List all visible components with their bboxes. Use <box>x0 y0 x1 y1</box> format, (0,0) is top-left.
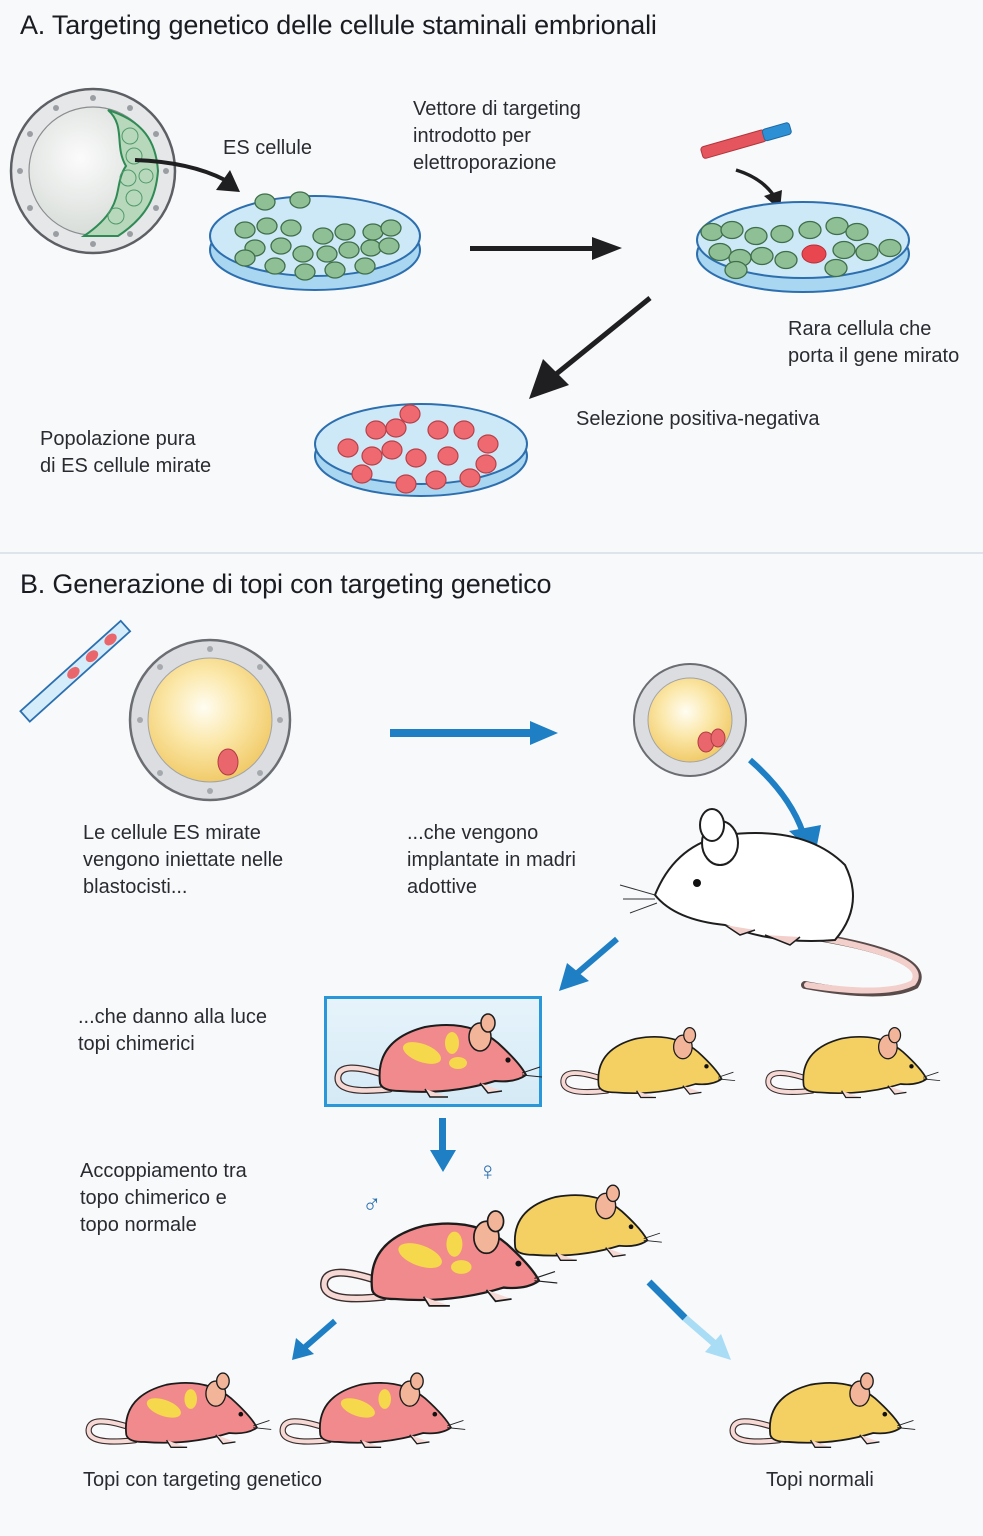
littermate-normal-mouse-1 <box>560 1026 736 1099</box>
foster-mother-mouse <box>619 808 922 997</box>
label-targeting-vector: Vettore di targeting introdotto per elet… <box>413 98 581 174</box>
cell <box>708 242 732 262</box>
arrow-to-targeted-offspring <box>292 1318 337 1360</box>
cell <box>425 470 447 490</box>
cell <box>855 242 879 262</box>
cell <box>324 261 346 279</box>
label-rare-cell: Rara cellula che porta il gene mirato <box>788 318 960 367</box>
cell <box>878 238 902 258</box>
cell <box>294 263 316 281</box>
cell <box>378 237 400 255</box>
cell <box>254 193 276 211</box>
section-divider <box>0 552 983 554</box>
littermate-normal-mouse-2 <box>765 1026 941 1099</box>
cell <box>381 440 403 460</box>
cell <box>234 221 256 239</box>
petri-dish-electroporated <box>696 201 910 293</box>
arrow-to-dish <box>134 158 240 192</box>
cell <box>798 220 822 240</box>
cell <box>365 420 387 440</box>
cell <box>399 404 421 424</box>
male-symbol: ♂ <box>362 1188 382 1218</box>
cell <box>825 216 849 236</box>
label-targeted-mice: Topi con targeting genetico <box>83 1469 323 1491</box>
cell <box>289 191 311 209</box>
cell <box>360 239 382 257</box>
cell <box>292 245 314 263</box>
cell <box>385 418 407 438</box>
cell <box>405 448 427 468</box>
cell <box>334 223 356 241</box>
label-es-cells: ES cellule <box>223 137 312 159</box>
blastocyst-green-icm <box>9 87 177 255</box>
cell <box>744 226 768 246</box>
cell <box>234 249 256 267</box>
cell <box>312 227 334 245</box>
label-normal-mice: Topi normali <box>766 1469 874 1491</box>
blastocyst-chimeric <box>633 663 747 777</box>
arrow-right-electroporation <box>470 237 622 260</box>
cell <box>338 241 360 259</box>
cell <box>477 434 499 454</box>
cell <box>270 237 292 255</box>
cell <box>720 220 744 240</box>
cell <box>770 224 794 244</box>
cell <box>700 222 724 242</box>
section-b-title: B. Generazione di topi con targeting gen… <box>20 569 552 599</box>
mating-female-normal-mouse <box>513 1184 662 1261</box>
cell <box>824 258 848 278</box>
cell <box>750 246 774 266</box>
label-mating: Accoppiamento tra topo chimerico e topo … <box>80 1160 247 1236</box>
female-symbol: ♀ <box>478 1156 498 1186</box>
cell <box>316 245 338 263</box>
cell <box>351 464 373 484</box>
section-a-title: A. Targeting genetico delle cellule stam… <box>20 10 657 40</box>
cell <box>774 250 798 270</box>
normal-offspring-mouse <box>729 1372 916 1448</box>
label-selection: Selezione positiva-negativa <box>576 408 820 430</box>
label-pure-population: Popolazione pura di ES cellule mirate <box>40 428 212 477</box>
cell <box>280 219 302 237</box>
cell <box>832 240 856 260</box>
cell <box>475 454 497 474</box>
targeting-vector-rod <box>700 122 792 159</box>
cell <box>395 474 417 494</box>
arrow-to-normal-offspring <box>646 1279 731 1360</box>
cell <box>459 468 481 488</box>
petri-dish-targeted-cells <box>314 403 528 497</box>
cell <box>427 420 449 440</box>
cell <box>362 223 384 241</box>
cell <box>354 257 376 275</box>
cell <box>724 260 748 280</box>
targeted-offspring-mouse-2 <box>279 1372 466 1448</box>
cell <box>264 257 286 275</box>
mating-male-chimeric-mouse <box>320 1210 558 1307</box>
cell <box>453 420 475 440</box>
arrow-to-mating <box>430 1118 456 1172</box>
arrow-to-litter <box>559 936 619 991</box>
label-injected: Le cellule ES mirate vengono iniettate n… <box>83 822 284 898</box>
chimeric-mouse <box>334 1013 543 1098</box>
label-chimeric: ...che danno alla luce topi chimerici <box>78 1006 268 1055</box>
arrow-selection <box>529 296 652 399</box>
cell <box>845 222 869 242</box>
cell <box>380 219 402 237</box>
cell <box>437 446 459 466</box>
cell <box>337 438 359 458</box>
blastocyst-injection <box>19 619 292 802</box>
rare-targeted-cell <box>801 244 827 264</box>
targeted-offspring-mouse-1 <box>85 1372 272 1448</box>
cell <box>256 217 278 235</box>
petri-dish-es-cells <box>209 191 421 291</box>
label-implanted: ...che vengono implantate in madri adott… <box>407 822 576 898</box>
cell <box>361 446 383 466</box>
arrow-implant <box>390 721 558 745</box>
